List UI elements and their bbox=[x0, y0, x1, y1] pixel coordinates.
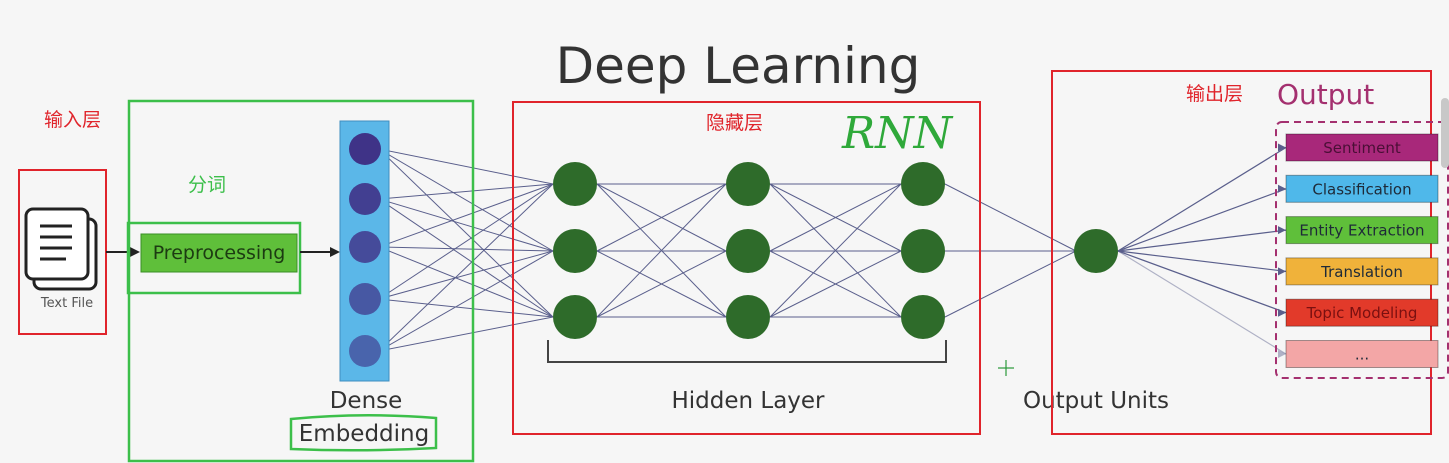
embedding-label-line2: Embedding bbox=[299, 421, 429, 447]
output-item-label: Translation bbox=[1320, 263, 1403, 281]
output-title: Output bbox=[1277, 78, 1374, 111]
text-file-label: Text File bbox=[40, 296, 93, 311]
output-units-label: Output Units bbox=[1023, 388, 1169, 414]
page-title: Deep Learning bbox=[556, 37, 921, 95]
hidden-layer-box bbox=[512, 101, 981, 435]
output-item-box bbox=[1285, 216, 1439, 245]
hidden-nodes bbox=[553, 162, 945, 339]
output-item-label: Sentiment bbox=[1323, 139, 1401, 157]
output-item-label: ... bbox=[1355, 346, 1369, 364]
output-item-label: Classification bbox=[1312, 180, 1411, 198]
embedding-highlight bbox=[289, 413, 438, 452]
preprocessing-block bbox=[140, 233, 298, 273]
scrollbar-thumb[interactable] bbox=[1441, 98, 1449, 168]
connections bbox=[378, 143, 1287, 358]
annotation-rnn: RNN bbox=[841, 108, 954, 159]
output-item-box bbox=[1285, 340, 1439, 368]
output-item-label: Topic Modeling bbox=[1306, 304, 1418, 322]
crosshair-icon bbox=[998, 360, 1014, 376]
embedding-node bbox=[349, 183, 381, 215]
output-unit-circle bbox=[1074, 229, 1118, 273]
embedding-nodes bbox=[349, 133, 381, 367]
hidden-node bbox=[901, 295, 945, 339]
hidden-layer-bracket bbox=[547, 340, 947, 363]
hidden-node bbox=[553, 162, 597, 206]
annotation-hidden-layer: 隐藏层 bbox=[706, 112, 763, 134]
output-item-box bbox=[1285, 257, 1439, 286]
output-item-label: Entity Extraction bbox=[1299, 222, 1424, 240]
embedding-node bbox=[349, 133, 381, 165]
output-item-box bbox=[1285, 298, 1439, 327]
annotation-input-layer: 输入层 bbox=[44, 109, 101, 131]
embedding-node bbox=[349, 231, 381, 263]
hidden-node bbox=[901, 229, 945, 273]
hidden-node bbox=[726, 162, 770, 206]
embedding-node bbox=[349, 335, 381, 367]
output-list-frame bbox=[1275, 121, 1449, 379]
embedding-node bbox=[349, 283, 381, 315]
hidden-node bbox=[726, 229, 770, 273]
hidden-node bbox=[553, 229, 597, 273]
output-item-box bbox=[1285, 133, 1439, 162]
preprocessing-highlight bbox=[126, 221, 302, 295]
hidden-node bbox=[726, 295, 770, 339]
hidden-node bbox=[553, 295, 597, 339]
annotation-tokenization: 分词 bbox=[188, 174, 226, 196]
hidden-node bbox=[901, 162, 945, 206]
text-file-icon bbox=[24, 207, 98, 291]
hidden-layer-label: Hidden Layer bbox=[671, 388, 825, 414]
preprocessing-label: Preprocessing bbox=[153, 242, 286, 264]
output-layer-box bbox=[1051, 70, 1432, 435]
output-item-box bbox=[1285, 174, 1439, 203]
output-unit-node bbox=[1074, 229, 1118, 273]
embedding-label-line1: Dense bbox=[330, 388, 403, 414]
annotation-output-layer: 输出层 bbox=[1186, 83, 1243, 105]
